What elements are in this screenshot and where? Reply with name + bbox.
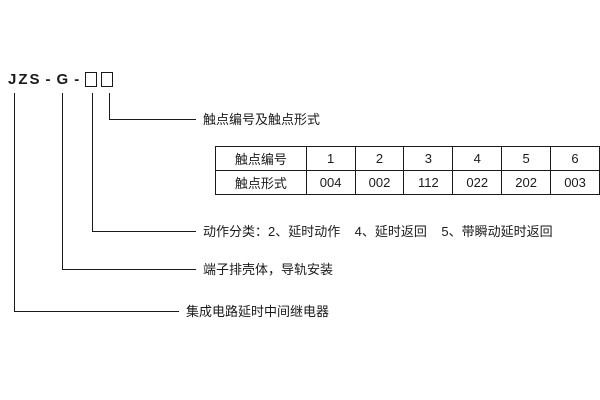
callout-line-housing-horizontal bbox=[62, 269, 196, 270]
table-cell: 003 bbox=[550, 170, 600, 195]
placeholder-box-2 bbox=[101, 71, 114, 87]
table-row-contact-number: 触点编号 1 2 3 4 5 6 bbox=[215, 146, 600, 171]
callout-line-contact-vertical bbox=[109, 93, 110, 119]
model-dash-2: - bbox=[74, 70, 82, 88]
table-cell: 022 bbox=[452, 170, 503, 195]
callout-line-product-horizontal bbox=[14, 311, 179, 312]
table-header-cell: 触点编号 bbox=[215, 146, 307, 171]
label-contact: 触点编号及触点形式 bbox=[203, 112, 321, 127]
model-prefix: JZS bbox=[8, 70, 42, 88]
model-letter: G bbox=[56, 70, 71, 88]
callout-line-product-vertical bbox=[14, 93, 15, 311]
contact-table: 触点编号 1 2 3 4 5 6 触点形式 004 002 112 022 20… bbox=[215, 146, 600, 195]
label-product: 集成电路延时中间继电器 bbox=[186, 304, 330, 319]
table-cell: 002 bbox=[354, 170, 405, 195]
table-cell: 004 bbox=[305, 170, 356, 195]
table-cell: 1 bbox=[305, 146, 356, 171]
label-action: 动作分类：2、延时动作 4、延时返回 5、带瞬动延时返回 bbox=[203, 224, 553, 239]
placeholder-box-1 bbox=[85, 71, 98, 87]
table-cell: 4 bbox=[452, 146, 503, 171]
label-housing: 端子排壳体，导轨安装 bbox=[203, 262, 334, 277]
table-row-contact-form: 触点形式 004 002 112 022 202 003 bbox=[215, 170, 600, 195]
table-header-cell: 触点形式 bbox=[215, 170, 307, 195]
table-cell: 6 bbox=[550, 146, 600, 171]
table-cell: 202 bbox=[501, 170, 552, 195]
model-dash-1: - bbox=[45, 70, 53, 88]
model-code: JZS - G - bbox=[8, 70, 114, 88]
table-cell: 5 bbox=[501, 146, 552, 171]
table-cell: 2 bbox=[354, 146, 405, 171]
table-cell: 3 bbox=[403, 146, 454, 171]
callout-line-action-horizontal bbox=[92, 231, 196, 232]
callout-line-action-vertical bbox=[92, 93, 93, 231]
callout-line-housing-vertical bbox=[62, 93, 63, 269]
callout-line-contact-horizontal bbox=[109, 119, 196, 120]
table-cell: 112 bbox=[403, 170, 454, 195]
